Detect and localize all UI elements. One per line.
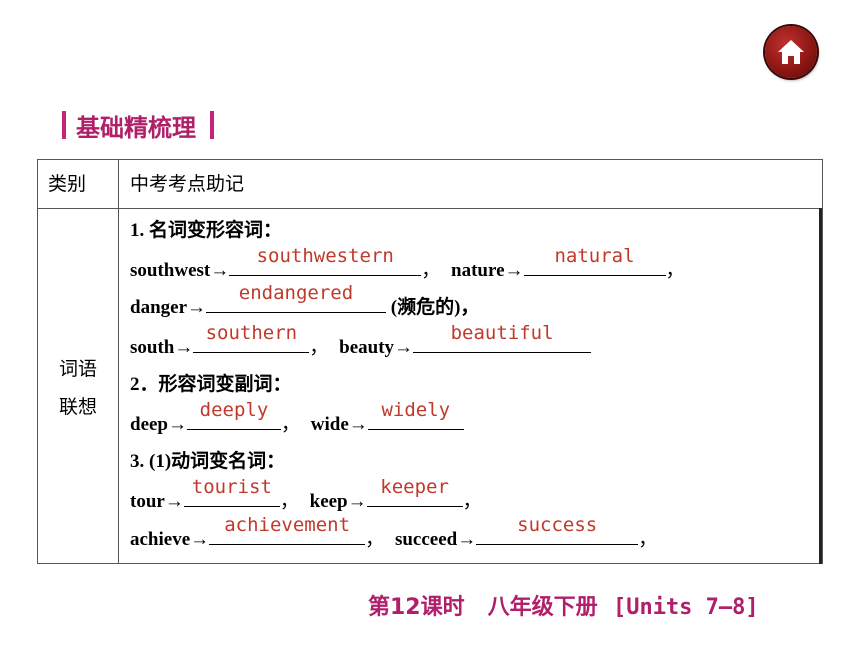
word-beauty: beauty→ (339, 336, 414, 358)
table-header-row: 类别 中考考点助记 (38, 160, 822, 209)
heading-verbs-to-nouns: 3. (1)动词变名词： (130, 451, 286, 472)
answer-southern: southern (205, 321, 298, 344)
word-southwest: southwest→ (130, 259, 230, 281)
content-line: 2．形容词变副词： (130, 366, 820, 405)
summary-table: 类别 中考考点助记 词语 联想 1. 名词变形容词： southwest→ sou… (37, 159, 823, 564)
answer-success: success (517, 514, 598, 536)
header-content: 中考考点助记 (130, 173, 245, 195)
content-line: deep→deeply， wide→widely (130, 399, 820, 444)
word-tour: tour→ (130, 490, 184, 512)
answer-beautiful: beautiful (450, 321, 554, 344)
answer-blank: beautiful (413, 322, 592, 353)
answer-endangered: endangered (238, 282, 354, 304)
category-line: 词语 (58, 358, 97, 380)
answer-blank: endangered (206, 282, 386, 313)
content-line: 3. (1)动词变名词： (130, 443, 820, 482)
column-divider (118, 160, 119, 563)
word-danger: danger→ (130, 297, 206, 318)
heading-nouns-to-adjectives: 1. 名词变形容词： (130, 220, 283, 241)
content-line: southwest→southwestern， nature→natural， (130, 244, 685, 281)
answer-southwestern: southwestern (256, 244, 394, 267)
answer-blank: deeply (187, 399, 281, 430)
content-line: tour→tourist， keep→keeper， (130, 475, 482, 512)
home-icon (778, 40, 804, 64)
answer-blank: keeper (366, 476, 463, 507)
footer-lesson: 第12课时 (368, 595, 465, 620)
answer-achievement: achievement (224, 514, 351, 536)
word-wide: wide→ (310, 413, 368, 435)
category-line: 联想 (58, 396, 97, 418)
word-nature: nature→ (451, 259, 524, 281)
answer-keeper: keeper (380, 475, 449, 498)
content-line: 1. 名词变形容词： (130, 212, 820, 251)
answer-widely: widely (381, 398, 451, 421)
answer-blank: success (476, 514, 639, 545)
answer-deeply: deeply (199, 398, 269, 421)
word-deep: deep→ (130, 413, 187, 435)
answer-blank: achievement (209, 514, 366, 545)
answer-blank: widely (367, 399, 464, 430)
content-cell: 1. 名词变形容词： southwest→southwestern， natur… (130, 212, 820, 559)
heading-adjectives-to-adverbs: 2．形容词变副词： (130, 374, 292, 395)
word-south: south→ (130, 336, 194, 358)
danger-note: (濒危的)， (390, 297, 480, 318)
answer-blank: southern (193, 322, 310, 353)
word-keep: keep→ (309, 490, 367, 512)
table-right-edge (819, 208, 822, 564)
section-title: 基础精梳理 (62, 108, 214, 142)
footer-units: [Units 7—8] (612, 595, 759, 620)
content-line: south→southern， beauty→beautiful (130, 322, 820, 367)
answer-blank: southwestern (229, 245, 422, 276)
word-succeed: succeed→ (394, 529, 477, 550)
word-achieve: achieve→ (130, 529, 210, 550)
lesson-footer: 第12课时 八年级下册 [Units 7—8] (368, 589, 759, 621)
answer-blank: natural (523, 245, 666, 276)
content-line: achieve→achievement， succeed→success， (130, 514, 658, 550)
title-bar-left (62, 111, 66, 139)
content-line: danger→ endangered (濒危的)， (130, 282, 820, 328)
title-bar-right (210, 111, 214, 139)
footer-grade: 八年级下册 (487, 595, 598, 620)
answer-tourist: tourist (191, 475, 272, 498)
category-cell: 词语 联想 (38, 350, 118, 426)
answer-natural: natural (554, 244, 635, 267)
header-category: 类别 (48, 173, 87, 195)
section-title-text: 基础精梳理 (76, 113, 196, 142)
answer-blank: tourist (183, 476, 280, 507)
home-button[interactable] (765, 26, 817, 78)
